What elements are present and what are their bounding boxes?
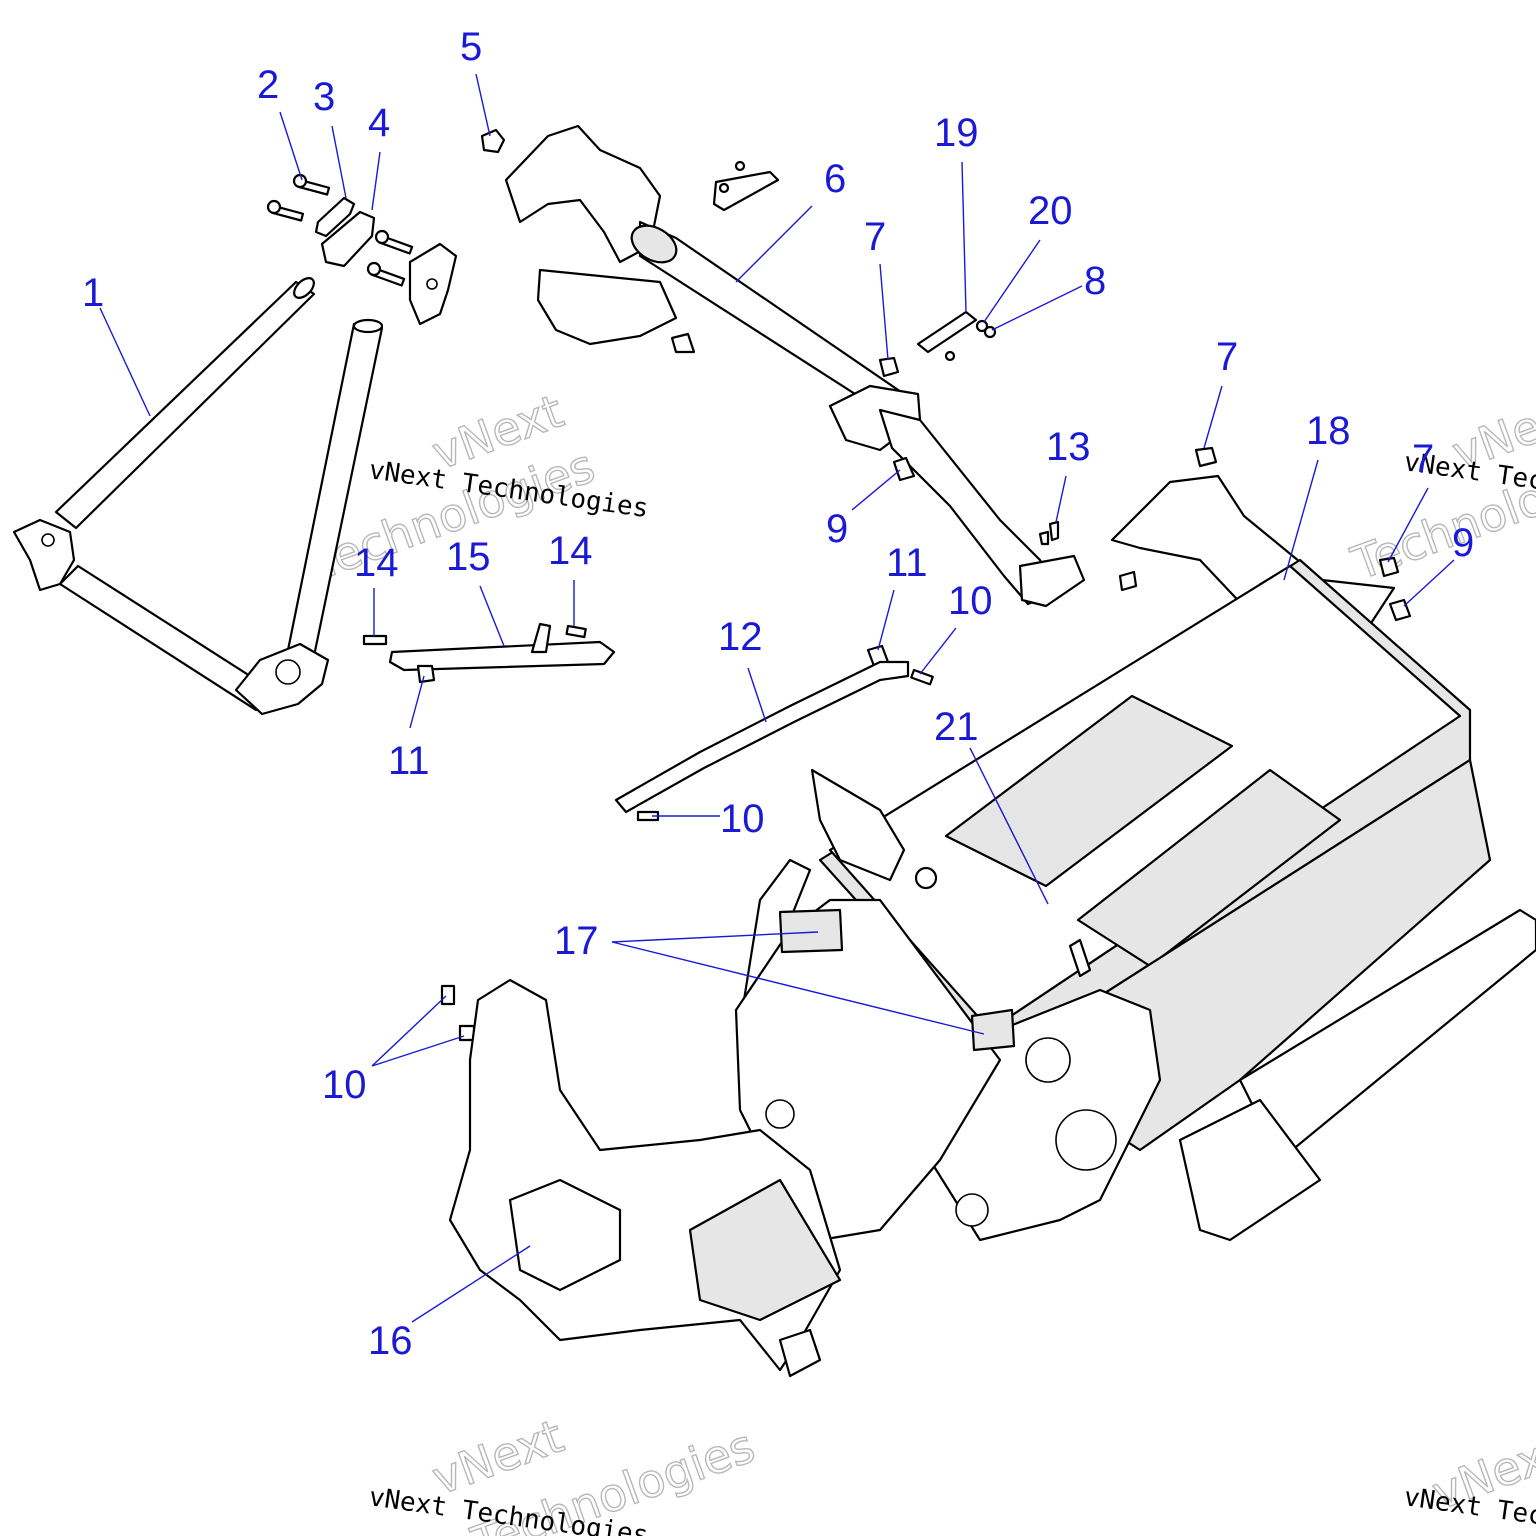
part-14-bolt xyxy=(362,624,587,646)
callout-9: 9 xyxy=(826,507,848,551)
part-4-clamp-bracket xyxy=(408,242,458,326)
callout-20: 20 xyxy=(1028,189,1073,233)
part-1-strut-frame xyxy=(12,277,384,716)
callout-10: 10 xyxy=(322,1063,367,1107)
part-16-front-frame xyxy=(448,978,989,1378)
callout-17: 17 xyxy=(554,919,599,963)
callout-7: 7 xyxy=(864,215,886,259)
callout-14: 14 xyxy=(354,541,399,585)
callout-7: 7 xyxy=(1216,335,1238,379)
part-9-clip xyxy=(892,456,1412,622)
part-19-strap xyxy=(916,310,978,362)
watermark-right: vNext Technologies vNext Technologies xyxy=(1344,383,1536,591)
callout-2: 2 xyxy=(257,63,279,107)
part-20-washer xyxy=(975,319,989,333)
callout-3: 3 xyxy=(313,75,335,119)
callout-10: 10 xyxy=(948,579,993,623)
callout-5: 5 xyxy=(460,25,482,69)
callout-9: 9 xyxy=(1452,521,1474,565)
part-13-screw xyxy=(1038,520,1060,546)
part-2-bolts xyxy=(266,173,414,287)
callout-10: 10 xyxy=(720,797,765,841)
callout-1: 1 xyxy=(82,271,104,315)
watermark-bottom: vNext Technologies vNext Technologies vN… xyxy=(367,1408,1536,1536)
part-15-crossbar xyxy=(388,622,616,684)
part-3-clamp-plate xyxy=(314,196,376,268)
callout-8: 8 xyxy=(1084,259,1106,303)
callout-12: 12 xyxy=(718,615,763,659)
callout-labels: 1 2 3 4 5 6 7 7 7 8 9 9 10 10 10 11 11 1… xyxy=(82,25,1474,1363)
callout-13: 13 xyxy=(1046,425,1091,469)
callout-15: 15 xyxy=(446,535,491,579)
part-21-tunnel-assembly xyxy=(734,558,1536,1242)
part-7-nut xyxy=(878,356,1400,578)
callout-14: 14 xyxy=(548,529,593,573)
callout-11: 11 xyxy=(388,739,430,783)
leader-lines xyxy=(99,73,1455,1323)
callout-16: 16 xyxy=(368,1319,413,1363)
callout-7: 7 xyxy=(1412,437,1434,481)
callout-6: 6 xyxy=(824,157,846,201)
callout-21: 21 xyxy=(934,705,979,749)
callout-18: 18 xyxy=(1306,409,1351,453)
callout-19: 19 xyxy=(934,111,979,155)
part-5-bolt xyxy=(480,128,506,154)
part-12-tie-rod xyxy=(614,660,910,814)
part-6-steering-post xyxy=(504,124,1086,608)
callout-11: 11 xyxy=(886,541,928,585)
callout-4: 4 xyxy=(368,101,390,145)
